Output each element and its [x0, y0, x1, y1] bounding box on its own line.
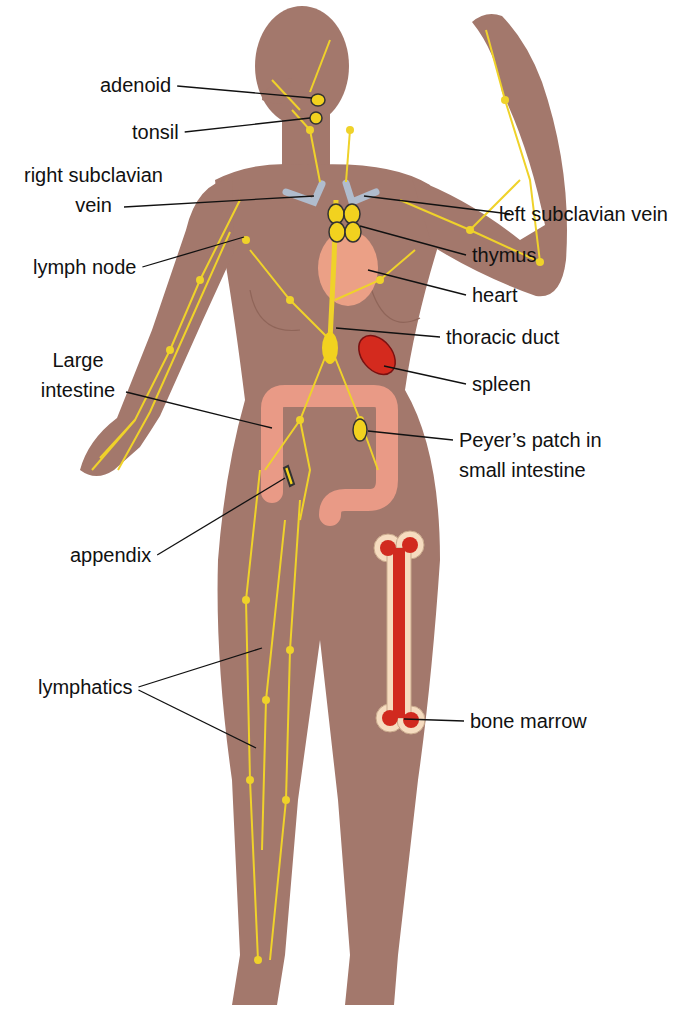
part-label: bone marrow	[470, 706, 587, 736]
leader-line	[368, 431, 453, 440]
part-label: tonsil	[132, 117, 179, 147]
part-label: left subclavian vein	[486, 199, 681, 229]
lymph-vessel	[486, 30, 540, 262]
part-label: lymph node	[33, 252, 136, 282]
lymph-node-dot	[254, 956, 262, 964]
leader-line	[364, 196, 510, 214]
lymph-vessel	[92, 420, 135, 470]
lymph-node-dot	[242, 596, 250, 604]
thymus-organ	[329, 222, 345, 242]
leader-line	[368, 270, 466, 295]
leader-line	[185, 118, 310, 132]
part-label: right subclavian vein	[6, 160, 181, 220]
lymph-node-dot	[306, 126, 314, 134]
leader-line	[360, 226, 466, 255]
lymph-node-dot	[286, 296, 294, 304]
lymph-node-dot	[282, 796, 290, 804]
lymph-node-dot	[466, 226, 474, 234]
lymph-node-dot	[196, 276, 204, 284]
femur-bone	[393, 548, 405, 718]
part-label: adenoid	[100, 70, 171, 100]
large-intestine-organ	[272, 396, 387, 515]
lymph-vessel	[100, 200, 240, 458]
lymph-vessel	[310, 40, 330, 92]
part-label: appendix	[70, 540, 151, 570]
breast-outline	[370, 285, 420, 322]
lymph-node-dot	[166, 346, 174, 354]
body-silhouette	[412, 14, 567, 296]
thymus-organ	[344, 204, 360, 224]
leader-line	[177, 86, 312, 98]
subclavian-vein	[286, 184, 322, 202]
leader-line	[336, 328, 440, 337]
femur-bone	[380, 537, 419, 728]
lymph-vessel	[250, 250, 330, 340]
lymph-node-dot	[262, 696, 270, 704]
subclavian-vein	[346, 183, 376, 202]
lymph-node-dot	[296, 416, 304, 424]
lymph-vessel	[335, 250, 415, 300]
leader-line	[142, 237, 244, 267]
body-silhouette	[215, 164, 440, 1005]
lymph-vessel	[270, 500, 300, 960]
part-label: heart	[472, 280, 518, 310]
lymph-node-dot	[246, 776, 254, 784]
appendix-organ	[284, 466, 294, 486]
thymus-organ	[345, 222, 361, 242]
lymph-node-dot	[166, 96, 544, 964]
body-silhouette	[80, 178, 234, 476]
lymph-node-dot	[346, 126, 354, 134]
part-label: thymus	[472, 240, 536, 270]
lymph-node-dot	[501, 96, 509, 104]
part-label: thoracic duct	[446, 322, 559, 352]
large-intestine-organ	[272, 396, 387, 515]
breast-outline	[250, 290, 300, 331]
peyers-patch	[353, 419, 367, 441]
lymph-node-dot	[536, 258, 544, 266]
peyers-patch	[353, 419, 367, 441]
femur-bone	[374, 531, 425, 734]
leader-line	[138, 690, 256, 748]
leader-line	[404, 719, 464, 721]
part-label: Large intestine	[28, 345, 128, 405]
lymph-vessel	[262, 520, 285, 850]
part-label: Peyer’s patch in small intestine	[459, 425, 629, 485]
lymph-vessel	[246, 470, 260, 960]
part-label: lymphatics	[38, 672, 132, 702]
thymus-organ	[328, 204, 344, 224]
subclavian-vein	[286, 183, 376, 202]
leader-line	[124, 196, 314, 207]
spleen-organ	[351, 329, 402, 382]
adenoid-tonsil	[310, 94, 325, 124]
thymus-organ	[328, 204, 361, 242]
leader-line	[384, 366, 466, 384]
lymph-node-dot	[286, 646, 294, 654]
lymph-vessel	[346, 130, 350, 182]
femur-bone	[387, 548, 411, 718]
leader-line	[157, 478, 285, 555]
spleen-organ	[351, 329, 402, 382]
leader-line	[138, 648, 262, 687]
femur-bone	[374, 531, 425, 734]
adenoid-tonsil	[310, 112, 322, 124]
lymph-vessel	[265, 345, 330, 470]
thoracic-duct	[322, 332, 338, 364]
lymph-vessel	[300, 420, 310, 520]
part-label: spleen	[472, 369, 531, 399]
appendix-organ	[284, 466, 294, 486]
lymph-node-dot	[376, 276, 384, 284]
adenoid-tonsil	[311, 94, 325, 106]
body-silhouette	[80, 6, 567, 1005]
leader-line	[126, 392, 272, 428]
